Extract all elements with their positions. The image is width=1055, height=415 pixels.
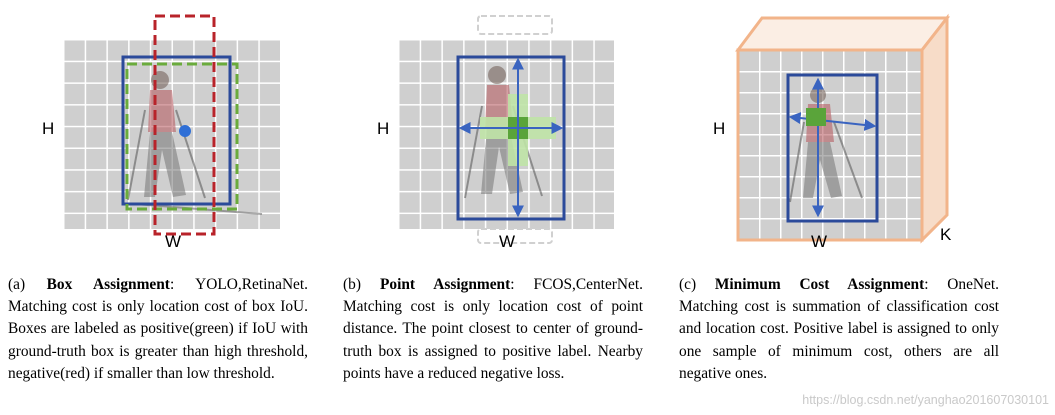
caption-c: (c) Minimum Cost Assignment: OneNet. Mat… <box>679 274 999 385</box>
panel-a-width-label: W <box>165 233 181 250</box>
caption-b-prefix: (b) <box>343 276 380 293</box>
caption-b: (b) Point Assignment: FCOS,CenterNet. Ma… <box>343 274 643 385</box>
panel-c-channel-label: K <box>940 226 951 243</box>
panel-c-diagram <box>738 18 947 240</box>
panel-c-height-label: H <box>713 120 725 137</box>
caption-a-title: Box Assignment <box>47 276 170 293</box>
panel-a-diagram <box>63 16 280 234</box>
figure-panels <box>0 0 1055 262</box>
panel-a-height-label: H <box>42 120 54 137</box>
caption-c-title: Minimum Cost Assignment <box>715 276 924 293</box>
watermark: https://blog.csdn.net/yanghao20160703010… <box>802 393 1049 407</box>
caption-b-title: Point Assignment <box>380 276 510 293</box>
minimum-cost-sample <box>806 108 826 126</box>
panel-b-height-label: H <box>377 120 389 137</box>
dashed-outline-top <box>478 16 552 34</box>
panel-b-width-label: W <box>499 233 515 250</box>
cube-right-face <box>922 18 947 240</box>
caption-c-prefix: (c) <box>679 276 715 293</box>
cube-top-face <box>738 18 947 50</box>
anchor-center-dot <box>179 125 191 137</box>
caption-a: (a) Box Assignment: YOLO,RetinaNet. Matc… <box>8 274 308 385</box>
panel-b-diagram <box>398 16 614 243</box>
caption-a-prefix: (a) <box>8 276 47 293</box>
panel-c-width-label: W <box>811 233 827 250</box>
